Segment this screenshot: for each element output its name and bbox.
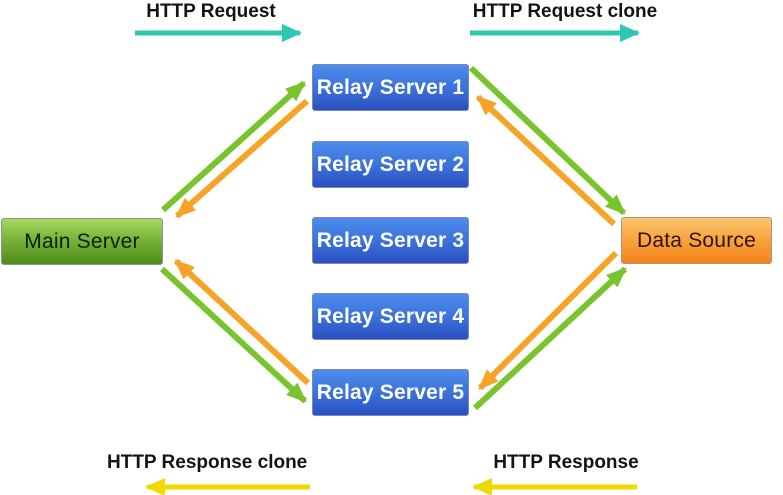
http-request-label: HTTP Request bbox=[146, 1, 276, 22]
request-arrow-relay1-to-datasource-icon bbox=[468, 65, 627, 216]
http-response-clone-label: HTTP Response clone bbox=[107, 452, 308, 473]
request-arrow-main-to-relay5-icon bbox=[159, 266, 308, 404]
relay-server-node-1: Relay Server 1 bbox=[312, 64, 469, 111]
response-arrow-relay1-to-main-icon bbox=[175, 98, 309, 219]
http-response-label: HTTP Response bbox=[493, 452, 639, 473]
relay-server-node-5: Relay Server 5 bbox=[312, 369, 469, 416]
main-server-node: Main Server bbox=[1, 218, 163, 265]
response-arrow-datasource-to-relay1-icon bbox=[475, 94, 617, 227]
response-arrow-relay5-to-main-icon bbox=[173, 258, 311, 386]
request-arrow-main-to-relay1-icon bbox=[160, 80, 307, 213]
request-arrow-relay5-to-datasource-icon bbox=[472, 266, 628, 411]
data-source-node: Data Source bbox=[621, 217, 772, 264]
relay-server-node-2: Relay Server 2 bbox=[312, 141, 469, 188]
response-arrow-datasource-to-relay5-icon bbox=[477, 250, 619, 391]
http-request-clone-label: HTTP Request clone bbox=[472, 1, 658, 22]
relay-server-node-4: Relay Server 4 bbox=[312, 293, 469, 340]
relay-server-node-3: Relay Server 3 bbox=[312, 217, 469, 264]
